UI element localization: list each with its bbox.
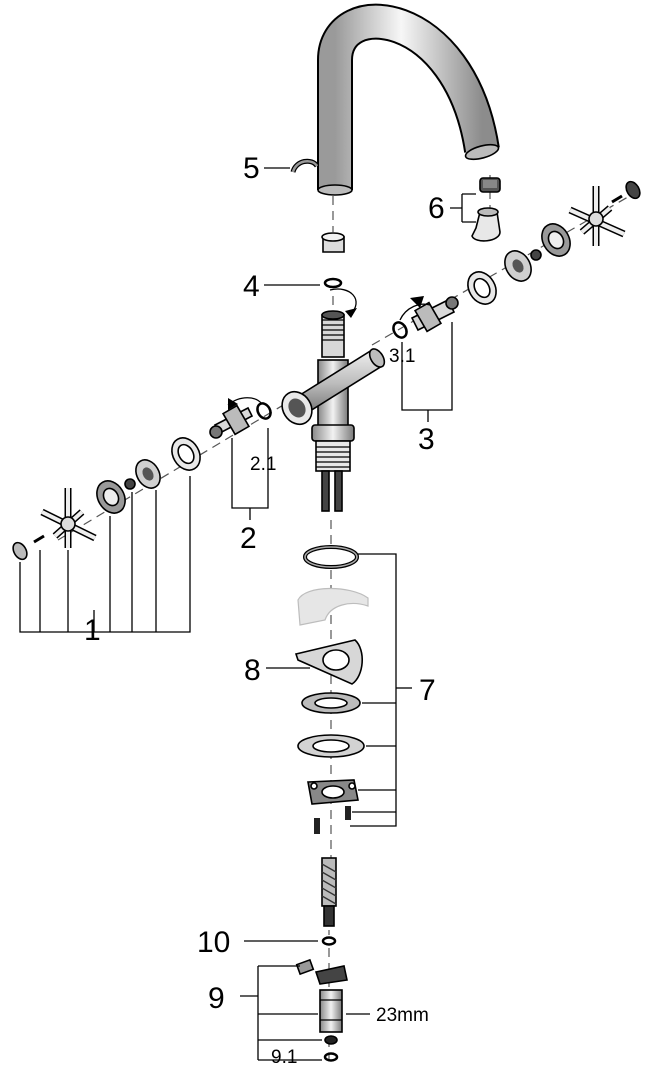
mixer-body (281, 288, 386, 512)
label-2: 2 (240, 522, 257, 555)
label-10: 10 (197, 926, 230, 959)
label-3-1: 3.1 (389, 346, 415, 367)
left-cartridge-part-2 (209, 397, 272, 439)
part-labels: 5 6 4 3.1 3 2.1 2 1 8 7 10 9 23mm 9.1 (84, 152, 445, 1067)
assembly-axis-lines (57, 175, 641, 1060)
connection-part-9 (295, 958, 348, 1062)
mounting-set-part-7 (297, 545, 369, 834)
left-handle-part-1 (12, 437, 201, 561)
flexible-hose (321, 857, 337, 927)
leader-lines (19, 167, 476, 1061)
cross-handle-left (40, 488, 97, 548)
right-handle-assembly (467, 180, 641, 305)
label-1: 1 (84, 614, 101, 647)
label-wrench-size: 23mm (376, 1005, 429, 1026)
aerator-part-6 (471, 177, 501, 242)
spout (317, 3, 500, 196)
seal-part-10 (321, 936, 337, 946)
label-3: 3 (418, 423, 435, 456)
label-4: 4 (243, 270, 260, 303)
bracket-part-8 (294, 639, 363, 685)
label-8: 8 (244, 654, 261, 687)
label-2-1: 2.1 (250, 454, 276, 475)
cross-handle-right (568, 186, 626, 246)
label-6: 6 (428, 192, 445, 225)
nut-part-4 (321, 232, 345, 289)
label-5: 5 (243, 152, 260, 185)
right-cartridge-part-3 (392, 296, 459, 339)
label-9: 9 (208, 982, 225, 1015)
label-9-1: 9.1 (271, 1047, 297, 1067)
clip-part-5 (290, 158, 320, 173)
label-7: 7 (419, 674, 436, 707)
